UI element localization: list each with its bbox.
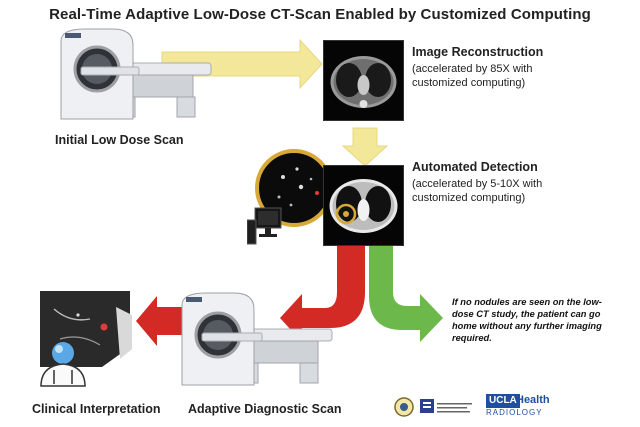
arrow-reconstruction-to-detection (341, 127, 389, 167)
detection-detail: (accelerated by 5-10X with customized co… (412, 178, 543, 204)
adaptive-scan-label: Adaptive Diagnostic Scan (188, 402, 342, 416)
ct-scanner-adaptive-icon (181, 292, 333, 386)
institution-logo-icon (420, 399, 472, 413)
computer-workstation-icon (247, 207, 282, 245)
detection-title: Automated Detection (412, 160, 538, 174)
go-home-note: If no nodules are seen on the low-dose C… (452, 297, 602, 343)
arrow-detection-to-adaptive-scan (280, 246, 365, 342)
arrow-detection-to-go-home (369, 246, 443, 342)
initial-scan-label: Initial Low Dose Scan (55, 133, 184, 147)
seal-logo-icon (394, 397, 414, 417)
reconstruction-ct-image (323, 40, 404, 121)
clinical-label: Clinical Interpretation (32, 402, 161, 416)
diagram-title: Real-Time Adaptive Low-Dose CT-Scan Enab… (49, 6, 591, 23)
detection-ct-image (323, 165, 404, 246)
ucla-logo-mark: UCLA (486, 394, 520, 408)
ucla-health-wordmark: Health (516, 394, 550, 406)
arrow-adaptive-scan-to-clinical (136, 296, 185, 346)
reconstruction-title: Image Reconstruction (412, 45, 544, 59)
ucla-radiology-wordmark: RADIOLOGY (486, 408, 543, 417)
ct-scanner-initial-icon (60, 28, 212, 120)
radiologist-icon (40, 342, 86, 387)
reconstruction-detail: (accelerated by 85X with customized comp… (412, 63, 533, 89)
ucla-health-logo: UCLA Health RADIOLOGY (486, 394, 576, 420)
